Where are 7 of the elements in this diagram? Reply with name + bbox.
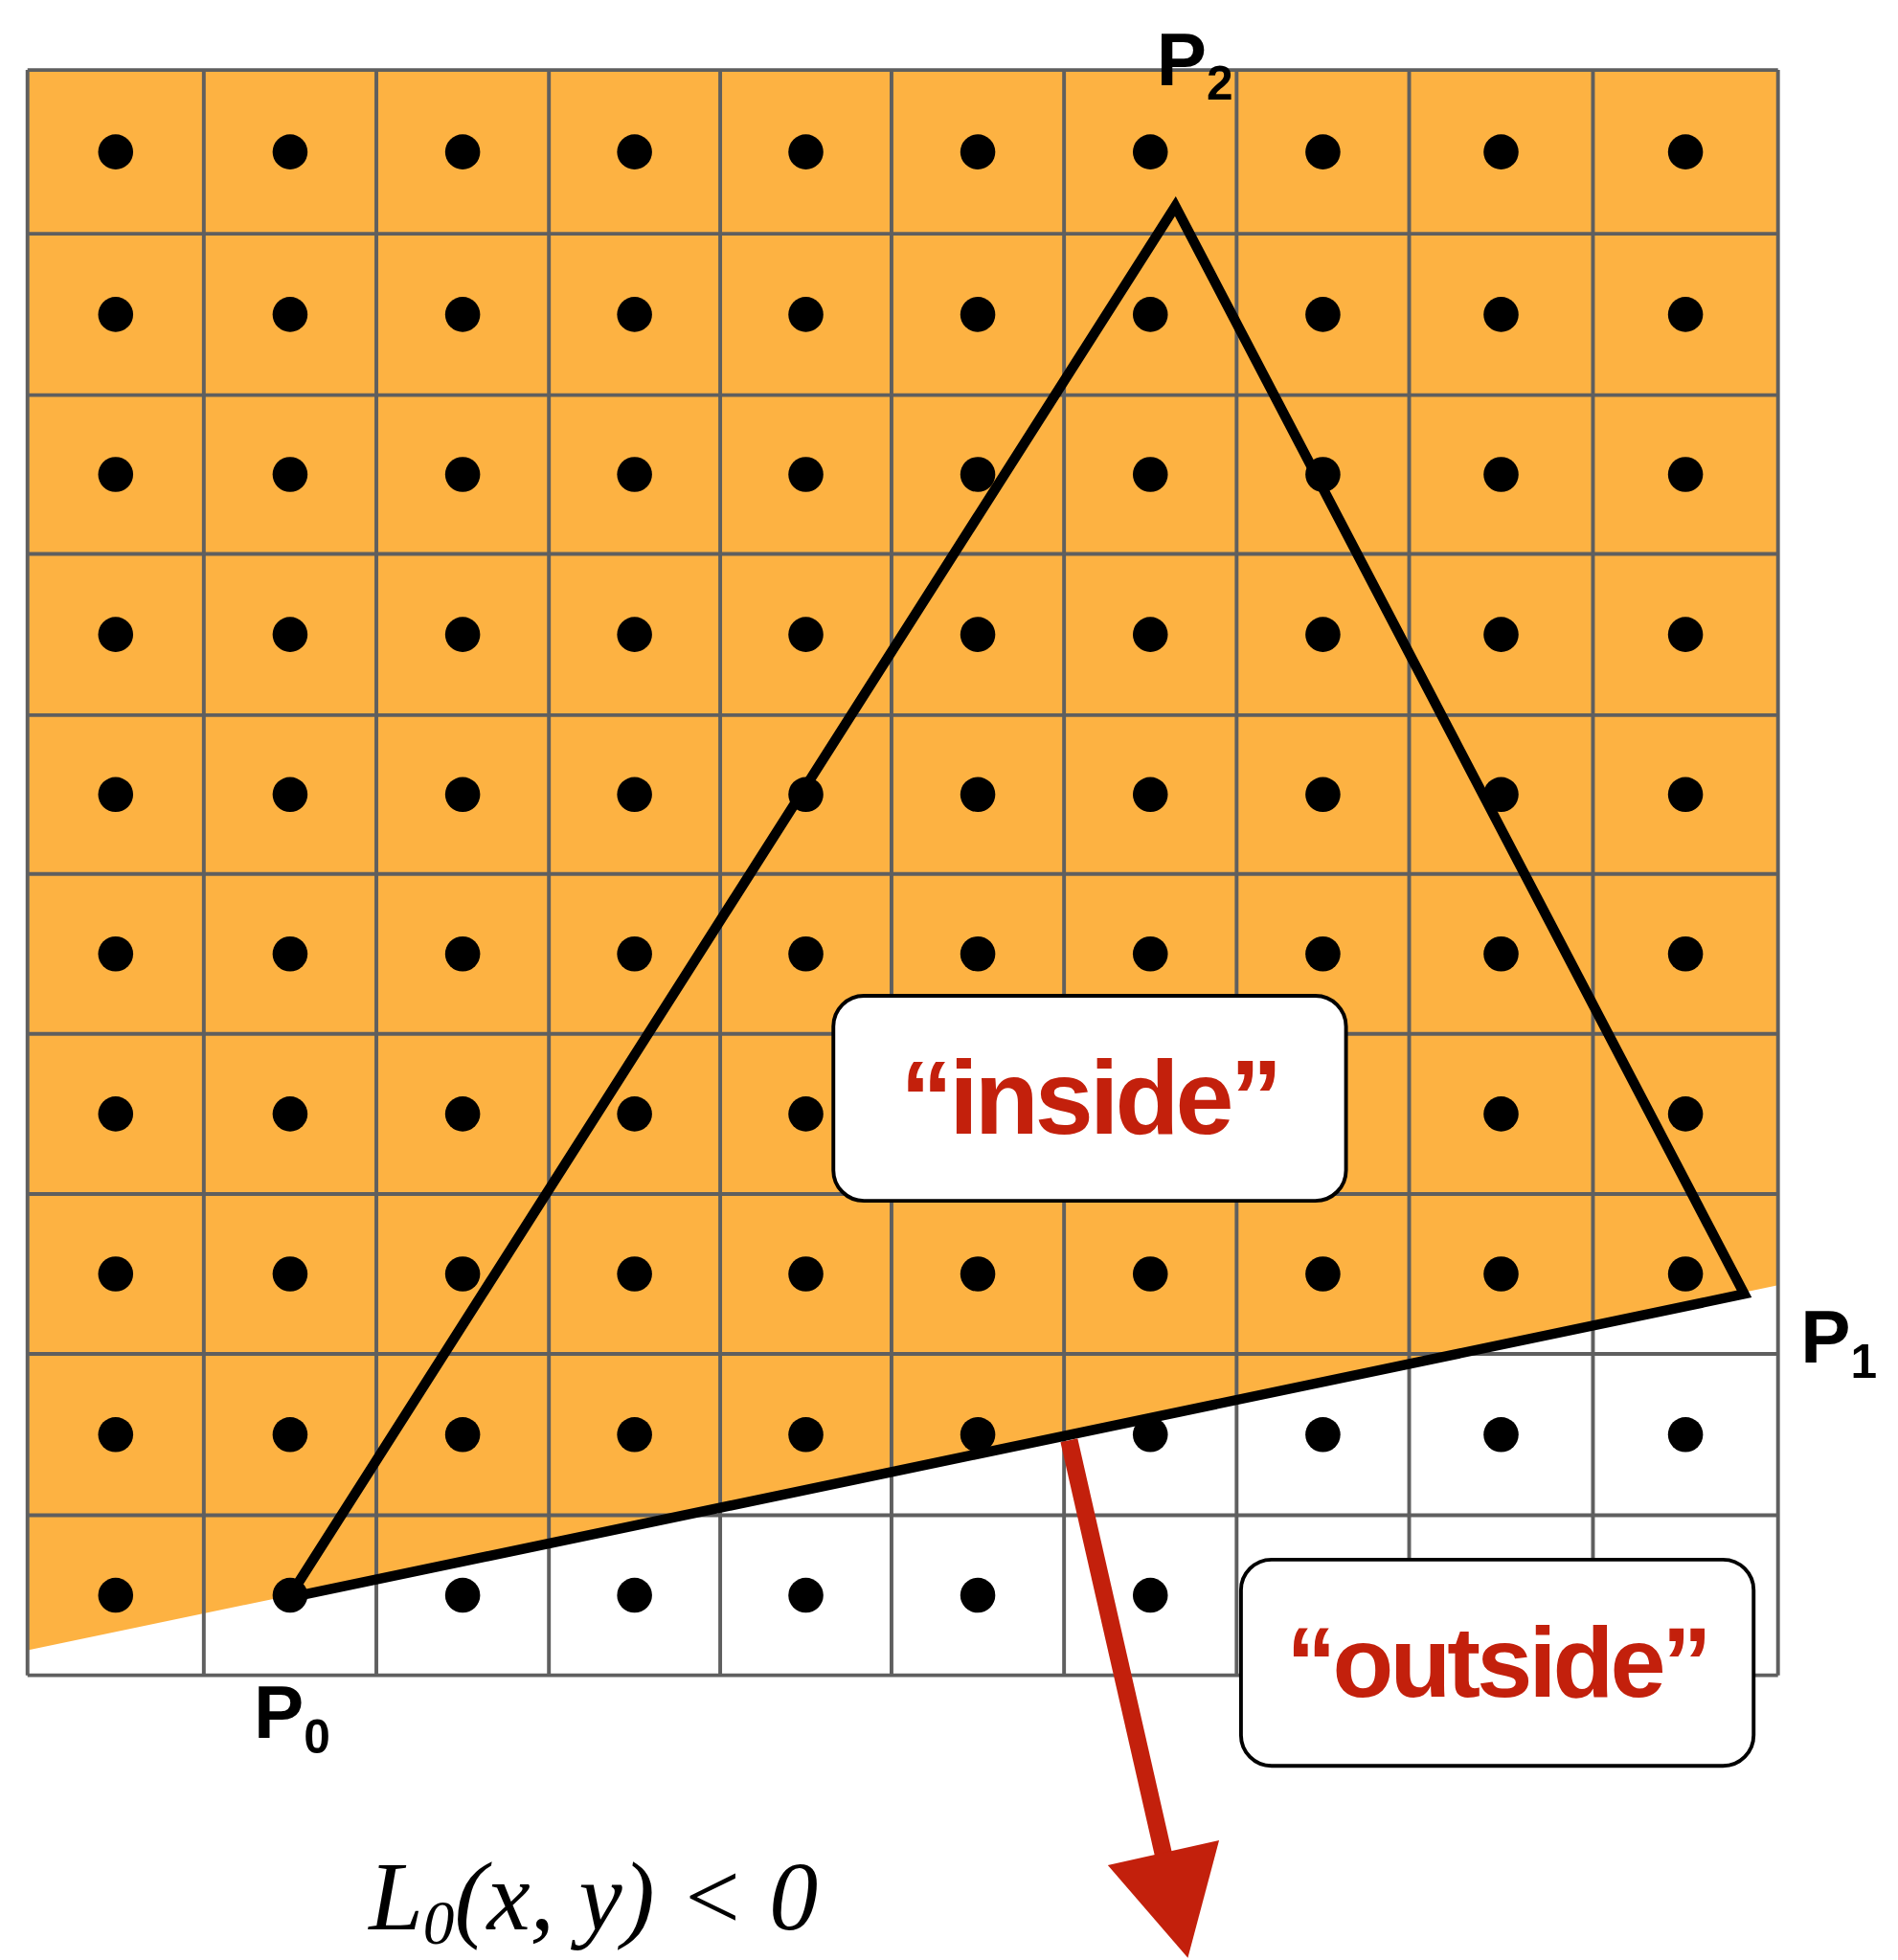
region-label: “inside” <box>900 1038 1279 1159</box>
region-callout <box>831 994 1348 1204</box>
vertex-label: P$_{1}$ <box>1800 1299 1878 1386</box>
region-callout <box>1238 1557 1756 1769</box>
vertex-label: P$_{0}$ <box>254 1675 330 1761</box>
region-label: “outside” <box>1286 1605 1708 1721</box>
formula-label: L$_{0}$(x, y) < 0 <box>369 1847 819 1954</box>
